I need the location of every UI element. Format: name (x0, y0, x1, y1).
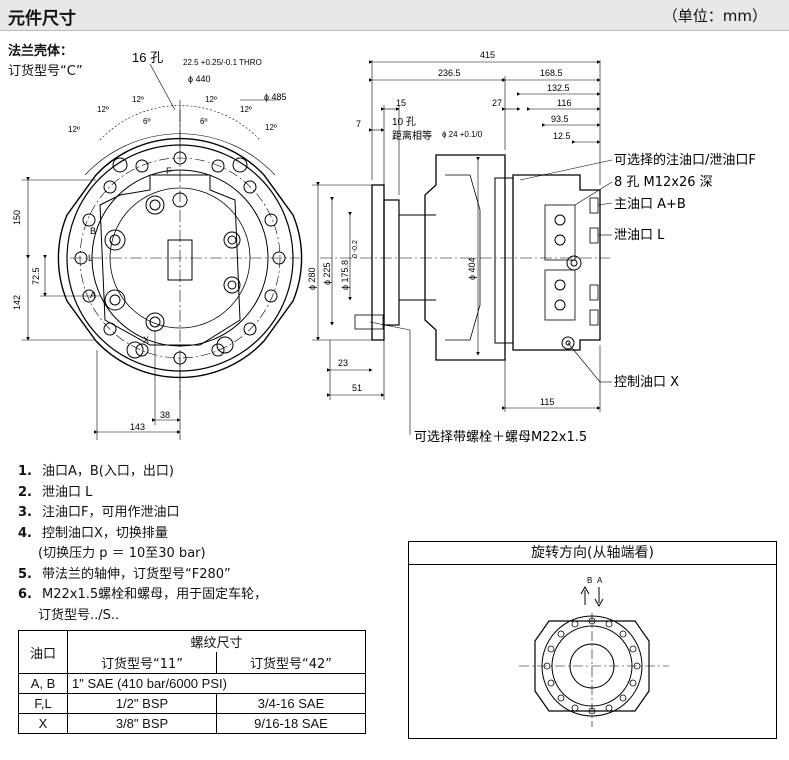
page-title: 元件尺寸 (8, 9, 76, 29)
section-title: 法兰壳体： (8, 44, 74, 59)
callout-main-port: 主油口 A+B (614, 197, 686, 212)
front-view (57, 110, 303, 400)
dim-115: 115 (540, 397, 554, 407)
rotation-title: 旋转方向(从轴端看) (409, 542, 776, 565)
dim-404: ɸ 404 (467, 258, 477, 280)
pcd-label: ɸ 440 (188, 74, 210, 84)
note-item: 6.M22x1.5螺栓和螺母，用于固定车轮， (18, 587, 268, 602)
angle-label: 12º (97, 105, 109, 114)
dim-132-5: 132.5 (547, 83, 570, 93)
dim-12-5: 12.5 (553, 131, 571, 141)
page-header: 元件尺寸 （单位：mm） (0, 0, 789, 31)
angle-label: 12º (265, 123, 277, 132)
table-header-thread: 螺纹尺寸 (67, 630, 366, 652)
table-row: F,L 1/2" BSP 3/4-16 SAE (18, 693, 366, 714)
dim-280: ɸ 280 (307, 268, 317, 290)
angle-label: 12º (68, 125, 80, 134)
angle-label: 6º (200, 117, 207, 126)
angle-label: 12º (132, 95, 144, 104)
outer-dia-label: ɸ 485 (264, 92, 286, 102)
dim-23: 23 (338, 358, 348, 368)
dim-175: ɸ 175.8 (340, 260, 350, 290)
note-item: 订货型号../S.. (38, 607, 120, 623)
angle-label: 12º (205, 95, 217, 104)
rotation-a-label: A (597, 576, 603, 585)
dim-38: 38 (160, 410, 170, 420)
dim-225: ɸ 225 (322, 263, 332, 285)
dim-72-5: 72.5 (31, 267, 41, 285)
tolerance-label: 0 -0.2 (352, 240, 359, 258)
dim-27: 27 (492, 98, 502, 108)
callout-bolt-nut: 可选择带螺栓＋螺母M22x1.5 (414, 430, 587, 445)
side-dimensions (312, 60, 613, 435)
note-item: 4.控制油口X，切换排量 (18, 525, 168, 541)
dim-116: 116 (557, 98, 571, 108)
holes-label: 16 孔 (132, 50, 163, 65)
side-view (320, 154, 610, 361)
dim-93-5: 93.5 (551, 114, 569, 124)
unit-label: （单位：mm） (662, 7, 767, 25)
dim-168-5: 168.5 (540, 68, 563, 78)
port-b-label: B (90, 226, 96, 236)
dim-142: 142 (12, 295, 22, 310)
rotation-flange-outline (534, 620, 650, 712)
table-header-42: 订货型号“42” (216, 652, 366, 674)
drawing-labels: 16 孔 22.5 +0.25/-0.1 THRO ɸ 440 ɸ 485 12… (12, 50, 756, 445)
port-a-label: A (90, 290, 96, 300)
holes10-label: 10 孔 (392, 116, 416, 128)
callout-drain-l: 泄油口 L (614, 228, 665, 243)
dim-7: 7 (356, 119, 361, 129)
technical-drawing: 16 孔 22.5 +0.25/-0.1 THRO ɸ 440 ɸ 485 12… (12, 50, 756, 445)
order-type: 订货型号“C” (8, 64, 83, 79)
dim-150: 150 (12, 210, 22, 225)
dim-15: 15 (396, 98, 406, 108)
dim-51: 51 (352, 383, 362, 393)
table-header-11: 订货型号“11” (67, 652, 217, 674)
note-item: 2.泄油口 L (18, 484, 93, 500)
callout-m12: 8 孔 M12x26 深 (614, 175, 713, 190)
rotation-drawing: B A (519, 576, 669, 727)
rotation-bolt-holes (543, 617, 641, 715)
port-f-label: F (166, 166, 172, 176)
port-l-label: L (88, 253, 93, 263)
front-bolt-holes (74, 151, 286, 365)
table-row: A, B 1" SAE (410 bar/6000 PSI) (18, 673, 366, 694)
rotation-panel: 旋转方向(从轴端看) B A (408, 541, 777, 739)
port-thread-table: 油口 螺纹尺寸 订货型号“11” 订货型号“42” A, B 1" SAE (4… (18, 630, 366, 734)
dim-415: 415 (480, 50, 495, 60)
note-item: 1.油口A，B(入口，出口) (18, 464, 174, 479)
dim-143: 143 (130, 422, 145, 432)
table-header-port: 油口 (18, 630, 68, 674)
notes-list: 1.油口A，B(入口，出口) 2.泄油口 L 3.注油口F，可用作泄油口 4.控… (18, 462, 267, 626)
rotation-arrow-b-head-icon (580, 585, 590, 595)
dim-24: ɸ 24 +0.1/0 (442, 130, 483, 139)
table-row: X 3/8" BSP 9/16-18 SAE (18, 713, 366, 734)
equal-spacing-label: 距离相等 (392, 129, 432, 142)
front-dimensions (22, 63, 280, 440)
dim-236-5: 236.5 (438, 68, 461, 78)
callout-fill-drain: 可选择的注油口/泄油口F (614, 152, 756, 168)
rotation-b-label: B (587, 576, 592, 585)
angle-label: 6º (143, 117, 150, 126)
note-item: (切换压力 p ＝ 10至30 bar) (38, 546, 206, 561)
note-item: 3.注油口F，可用作泄油口 (18, 505, 180, 520)
note-item: 5.带法兰的轴伸，订货型号“F280” (18, 566, 231, 582)
port-x-label: X (143, 335, 149, 345)
angle-label: 12º (240, 105, 252, 114)
hole-dia-label: 22.5 +0.25/-0.1 THRO (183, 58, 262, 67)
callout-control-x: 控制油口 X (614, 375, 679, 390)
rotation-arrow-a-head-icon (594, 598, 604, 608)
